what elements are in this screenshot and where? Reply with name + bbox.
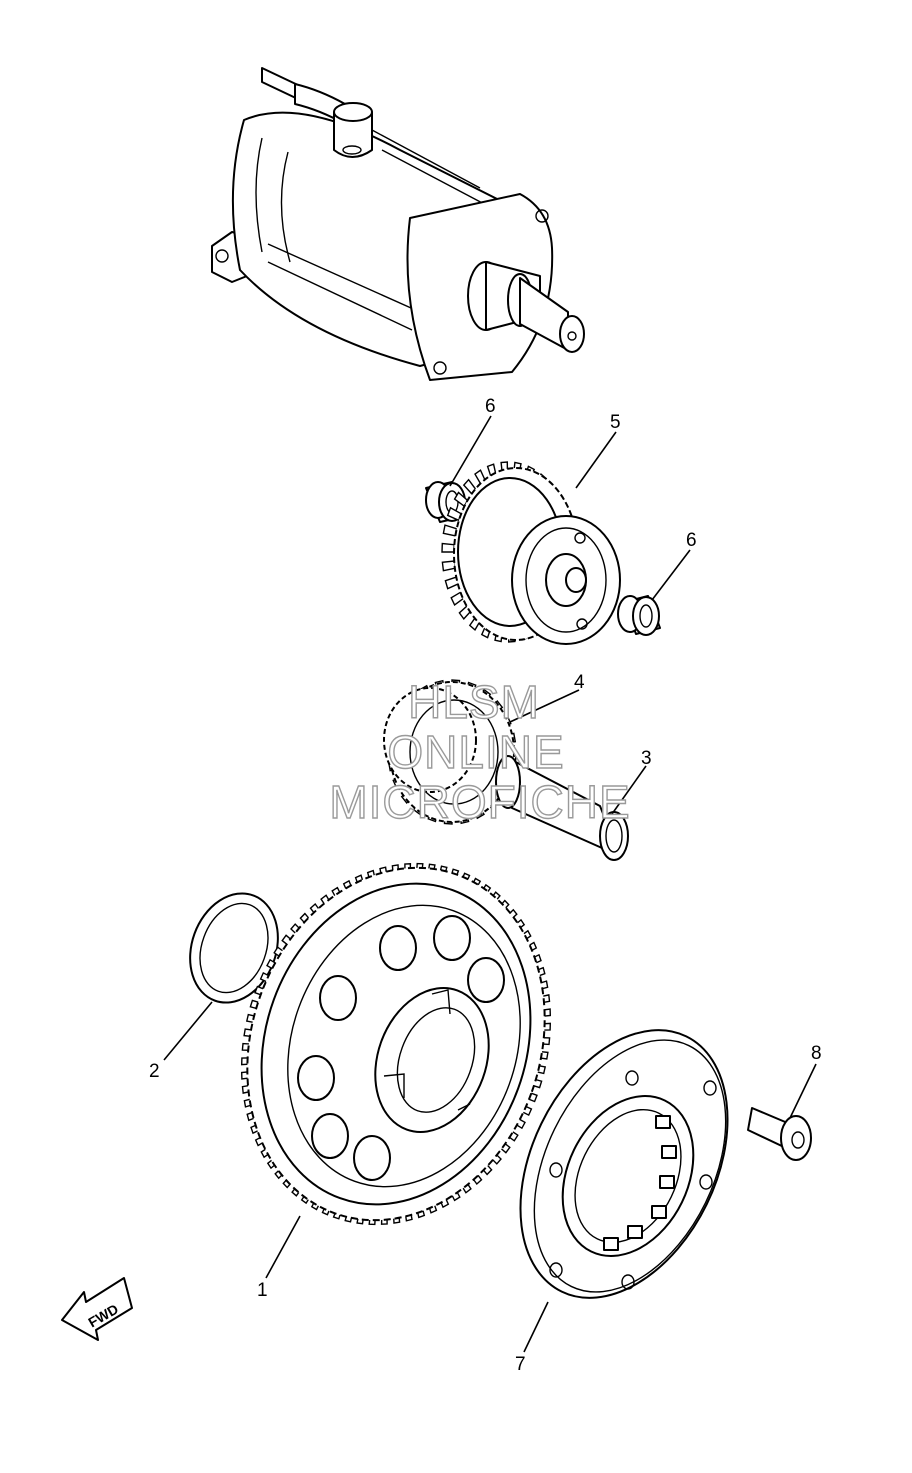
- callout-4: 4: [574, 672, 585, 693]
- watermark-line-2: ONLINE: [387, 726, 564, 778]
- gear-tooth: [441, 542, 455, 553]
- watermark-line-1: HLSM: [408, 676, 540, 728]
- gear-holes: [297, 915, 505, 1181]
- one-way-clutch: [519, 1029, 729, 1299]
- starter-wheel-gear: [240, 862, 552, 1226]
- callout-8: 8: [811, 1043, 822, 1064]
- gear-tooth: [442, 524, 458, 537]
- callouts: 6 5 6 4 3 2 1 8 7: [149, 396, 822, 1375]
- idler-gear: [441, 461, 621, 645]
- clutch-bolt-holes: [549, 1070, 717, 1290]
- callout-7: 7: [515, 1354, 526, 1375]
- starter-motor: [211, 67, 585, 381]
- callout-2: 2: [149, 1061, 160, 1082]
- clutch-rollers: [603, 1115, 677, 1251]
- gear-tooth: [441, 560, 456, 572]
- bush-upper: [425, 481, 467, 523]
- small-gear: [383, 679, 517, 825]
- callout-3: 3: [641, 748, 652, 769]
- bush-lower: [617, 595, 661, 636]
- watermark-line-3: MICROFICHE: [329, 776, 630, 828]
- callout-1: 1: [257, 1280, 268, 1301]
- callout-5: 5: [610, 412, 621, 433]
- callout-6-lower: 6: [686, 530, 697, 551]
- shaft: [495, 755, 629, 861]
- callout-6-upper: 6: [485, 396, 496, 417]
- leader-lines: [163, 415, 817, 1353]
- gear-tooth: [453, 491, 469, 508]
- watermark: HLSM ONLINE MICROFICHE: [329, 675, 631, 828]
- fwd-direction-arrow: FWD: [61, 1277, 133, 1341]
- flange-bolt: [747, 1107, 812, 1161]
